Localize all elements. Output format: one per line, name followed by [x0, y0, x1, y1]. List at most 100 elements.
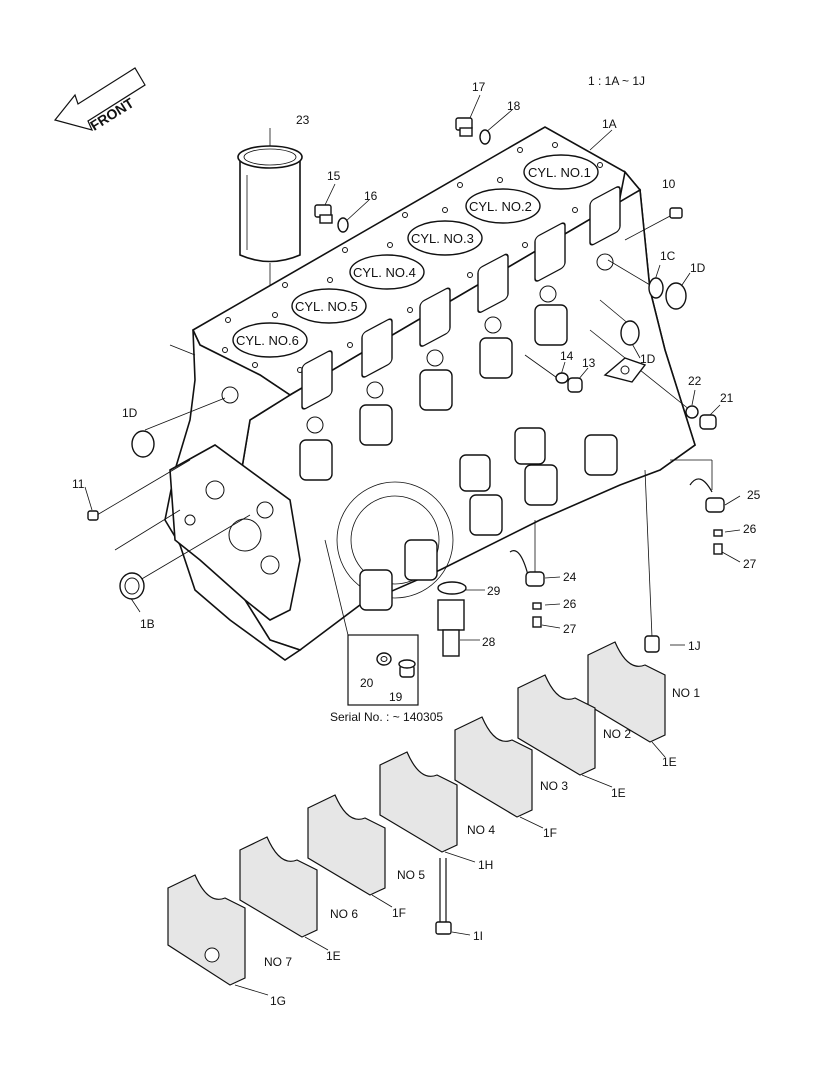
bolt-1I [435, 858, 452, 935]
serial-detail-box [347, 634, 419, 706]
range-note: 1 : 1A ~ 1J [588, 74, 645, 88]
bearing-cap-label-1: NO 1 [672, 686, 700, 700]
callout-27-left: 27 [563, 622, 577, 636]
bearing-cap-2 [517, 674, 596, 776]
callout-11: 11 [72, 477, 85, 491]
washer-26-right [713, 529, 723, 537]
front-label: FRONT [87, 94, 137, 133]
callout-28: 28 [482, 635, 496, 649]
callout-15: 15 [327, 169, 341, 183]
bearing-cap-4 [379, 751, 458, 853]
main-bearing-caps [167, 641, 666, 986]
callout-17: 17 [472, 80, 486, 94]
oil-jet-25 [689, 478, 725, 513]
callout-25: 25 [747, 488, 761, 502]
cylinder-label-3: CYL. NO.3 [411, 231, 474, 246]
callout-1F-a: 1F [543, 826, 557, 840]
callout-1G: 1G [270, 994, 286, 1008]
bearing-cap-leaders [234, 741, 666, 996]
bolt-11 [87, 510, 99, 521]
plug-1B [119, 572, 145, 600]
relief-valve-28 [437, 599, 465, 657]
plug-1C [648, 277, 664, 299]
callout-26-left: 26 [563, 597, 577, 611]
cylinder-liner [237, 145, 303, 263]
callout-24: 24 [563, 570, 577, 584]
callout-20: 20 [360, 676, 374, 690]
cover-plate [603, 357, 647, 383]
callout-22: 22 [688, 374, 702, 388]
oil-jet-24 [509, 550, 545, 587]
bearing-cap-label-7: NO 7 [264, 955, 292, 969]
washer-22 [685, 405, 699, 419]
cylinder-bore-6 [232, 322, 308, 358]
callout-1F-b: 1F [392, 906, 406, 920]
bearing-cap-label-4: NO 4 [467, 823, 495, 837]
sleeve-1J [644, 635, 660, 653]
callout-1D-lower: 1D [640, 352, 656, 366]
bearing-cap-7 [167, 874, 246, 986]
bearing-cap-label-5: NO 5 [397, 868, 425, 882]
bearing-cap-1 [587, 641, 666, 743]
callout-29: 29 [487, 584, 501, 598]
callout-18: 18 [507, 99, 521, 113]
callout-1J: 1J [688, 639, 701, 653]
gasket-29 [437, 581, 467, 595]
callout-1E-a: 1E [662, 755, 677, 769]
bolt-27-right [713, 543, 723, 555]
deck-holes [222, 142, 603, 373]
washer-20 [376, 652, 392, 666]
callout-numbers: 23 17 18 1A 15 16 10 1C 1D 1D 14 13 22 2… [72, 80, 761, 1008]
plug-1D-left [131, 430, 155, 458]
callout-1E-c: 1E [326, 949, 341, 963]
bearing-cap-3 [454, 716, 533, 818]
callout-16: 16 [364, 189, 378, 203]
callout-1H: 1H [478, 858, 493, 872]
cylinder-bore-3 [407, 220, 483, 256]
front-arrow-icon [53, 67, 146, 131]
plug-13-14 [555, 372, 583, 393]
plug-10 [669, 207, 683, 219]
plug-1D-lower [620, 320, 640, 346]
plug-1D-right [665, 282, 687, 310]
callout-1C: 1C [660, 249, 676, 263]
bearing-cap-5 [307, 794, 386, 896]
bolt-27-left [532, 616, 542, 628]
cylinder-bore-5 [291, 288, 367, 324]
cylinder-bores: CYL. NO.1 CYL. NO.2 CYL. NO.3 CYL. NO.4 … [232, 154, 599, 358]
cylinder-bore-2 [465, 188, 541, 224]
cylinder-label-5: CYL. NO.5 [295, 299, 358, 314]
bearing-cap-6 [239, 836, 318, 938]
cylinder-label-1: CYL. NO.1 [528, 165, 591, 180]
callout-21: 21 [720, 391, 734, 405]
plug-17 [455, 117, 473, 137]
bearing-cap-label-2: NO 2 [603, 727, 631, 741]
callout-13: 13 [582, 356, 596, 370]
cylinder-bore-1 [523, 154, 599, 190]
callout-1B: 1B [140, 617, 155, 631]
callout-14: 14 [560, 349, 574, 363]
block-side-openings [299, 186, 621, 611]
washer-26-left [532, 602, 542, 610]
cylinder-bore-4 [349, 254, 425, 290]
o-ring-18 [479, 129, 491, 145]
serial-note: Serial No. : ~ 140305 [330, 710, 443, 724]
callout-23: 23 [296, 113, 310, 127]
cylinder-label-2: CYL. NO.2 [469, 199, 532, 214]
callout-10: 10 [662, 177, 676, 191]
o-ring-16 [337, 217, 349, 233]
cylinder-label-6: CYL. NO.6 [236, 333, 299, 348]
callout-1I: 1I [473, 929, 483, 943]
callout-1D-right: 1D [690, 261, 706, 275]
plug-19 [398, 659, 416, 678]
plug-15 [314, 204, 333, 224]
callout-19: 19 [389, 690, 403, 704]
callout-26-right: 26 [743, 522, 757, 536]
bearing-cap-label-6: NO 6 [330, 907, 358, 921]
plug-21 [699, 414, 717, 430]
callout-1D-left: 1D [122, 406, 138, 420]
callout-1E-b: 1E [611, 786, 626, 800]
cylinder-label-4: CYL. NO.4 [353, 265, 416, 280]
